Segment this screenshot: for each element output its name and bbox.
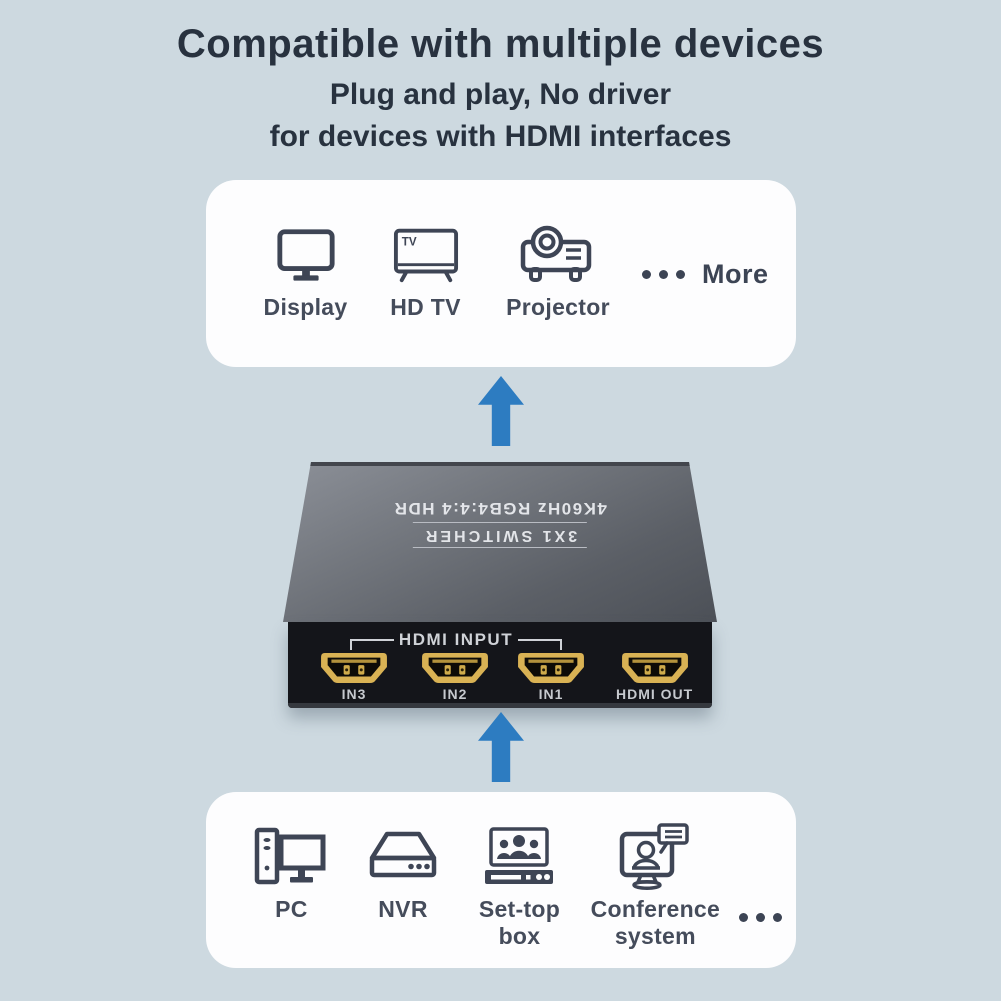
device-item-settop-box: Set-top box — [461, 824, 577, 968]
device-item-projector: Projector — [488, 222, 628, 367]
projector-icon — [520, 222, 596, 288]
hdmi-switcher-device: 3X1 SWITCHER 4K60Hz RGB4:4:4 HDR HDMI IN… — [283, 456, 717, 709]
source-devices-panel: PC NVR — [206, 792, 796, 968]
bracket-line-left — [350, 639, 394, 650]
ellipsis-icon — [739, 866, 782, 968]
hdmi-port-icon — [518, 652, 584, 684]
more-devices: More — [642, 254, 769, 294]
switcher-spec-text: 4K60Hz RGB4:4:4 HDR — [393, 499, 607, 518]
switcher-model-text: 3X1 SWITCHER — [412, 522, 588, 548]
more-label: More — [702, 258, 769, 289]
subtitle-line-2: for devices with HDMI interfaces — [269, 120, 732, 153]
hdmi-port-in1: IN1 — [517, 652, 585, 702]
device-item-pc: PC — [238, 824, 345, 968]
device-item-nvr: NVR — [345, 824, 461, 968]
hdmi-input-group: HDMI INPUT — [350, 630, 563, 650]
device-item-conference-system: Conference system — [578, 823, 733, 968]
hdmi-input-label: HDMI INPUT — [398, 630, 514, 649]
hdmi-port-in3: IN3 — [320, 652, 388, 702]
page-title: Compatible with multiple devices — [176, 22, 825, 66]
switcher-top-face: 3X1 SWITCHER 4K60Hz RGB4:4:4 HDR — [283, 462, 717, 622]
device-item-label: HD TV — [390, 294, 461, 320]
port-label: IN3 — [341, 686, 367, 702]
svg-text:TV: TV — [401, 235, 416, 248]
up-arrow-icon — [478, 712, 524, 782]
hdmi-port-out: HDMI OUT — [616, 652, 693, 702]
device-item-label: Conference system — [590, 896, 721, 949]
conference-system-icon — [617, 823, 693, 890]
up-arrow-icon — [478, 376, 524, 446]
ellipsis-icon — [642, 269, 685, 279]
device-item-hdtv: TV HD TV — [363, 222, 488, 367]
display-icon — [275, 222, 337, 288]
bracket-line-right — [518, 639, 563, 650]
device-item-label: PC — [275, 896, 308, 922]
settop-box-icon — [481, 824, 557, 890]
device-item-display: Display — [248, 222, 363, 367]
device-item-label: NVR — [378, 896, 428, 922]
switcher-back-edge — [309, 462, 691, 466]
subtitle-line-1: Plug and play, No driver — [329, 78, 672, 111]
hdtv-icon: TV — [393, 222, 459, 288]
hdmi-port-icon — [621, 652, 688, 684]
compatible-devices-panel: Display TV HD TV Projec — [206, 180, 796, 367]
pc-icon — [253, 824, 329, 890]
port-label: HDMI OUT — [616, 686, 694, 702]
device-item-label: Display — [263, 294, 348, 320]
hdmi-port-icon — [422, 652, 488, 684]
device-item-label: Set-top box — [478, 896, 561, 949]
hdmi-port-icon — [321, 652, 387, 684]
port-label: IN2 — [442, 686, 468, 702]
nvr-icon — [365, 824, 441, 890]
switcher-print-label: 3X1 SWITCHER 4K60Hz RGB4:4:4 HDR — [393, 498, 607, 548]
device-item-label: Projector — [506, 294, 610, 320]
port-label: IN1 — [538, 686, 564, 702]
hdmi-port-in2: IN2 — [421, 652, 489, 702]
switcher-front-panel: HDMI INPUT IN3 — [288, 622, 712, 708]
